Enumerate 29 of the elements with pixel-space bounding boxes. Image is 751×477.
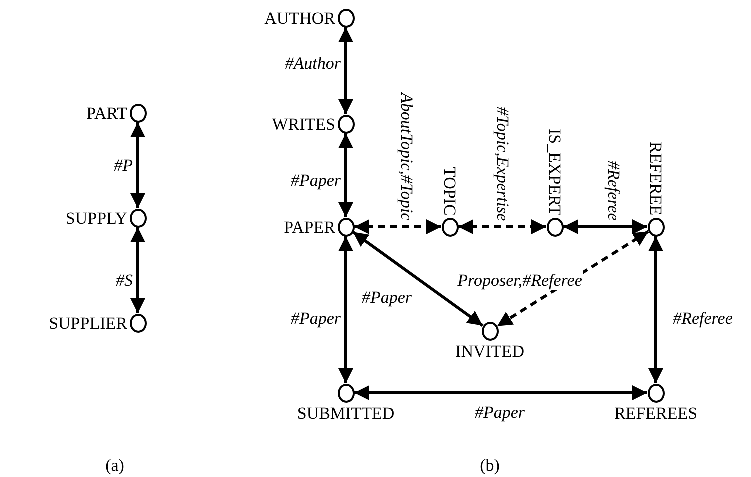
edge-label: #Referee bbox=[604, 160, 624, 222]
entity-label: IS_EXPERT bbox=[546, 128, 564, 216]
entity-label: INVITED bbox=[456, 342, 524, 360]
entity-label: PART bbox=[86, 104, 128, 122]
arrow bbox=[354, 220, 442, 234]
entity-label: REFEREES bbox=[614, 404, 698, 422]
panel-label: (b) bbox=[480, 456, 500, 474]
arrow bbox=[130, 122, 146, 208]
panel-label: (a) bbox=[106, 456, 124, 474]
entity-label: REFEREE bbox=[648, 142, 664, 216]
edge-label: AboutTopic,#Topic bbox=[398, 92, 416, 222]
edge-label: Proposer,#Referee bbox=[456, 270, 584, 290]
entity-label: SUBMITTED bbox=[297, 404, 395, 422]
arrow bbox=[564, 220, 648, 234]
arrow bbox=[338, 134, 354, 218]
entity-label: SUPPLIER bbox=[49, 314, 128, 332]
arrow bbox=[338, 28, 354, 114]
arrow bbox=[648, 236, 664, 384]
entity-label: SUPPLY bbox=[66, 210, 128, 226]
entity-label: TOPIC bbox=[442, 166, 458, 216]
arrow bbox=[130, 228, 146, 314]
arrow bbox=[338, 236, 354, 384]
arrow bbox=[496, 230, 650, 328]
entity-label: PAPER bbox=[284, 218, 336, 236]
arrow bbox=[354, 386, 648, 400]
entity-label: WRITES bbox=[272, 116, 336, 132]
entity-label: AUTHOR bbox=[264, 10, 336, 26]
arrow bbox=[352, 230, 484, 328]
arrow bbox=[458, 220, 546, 234]
